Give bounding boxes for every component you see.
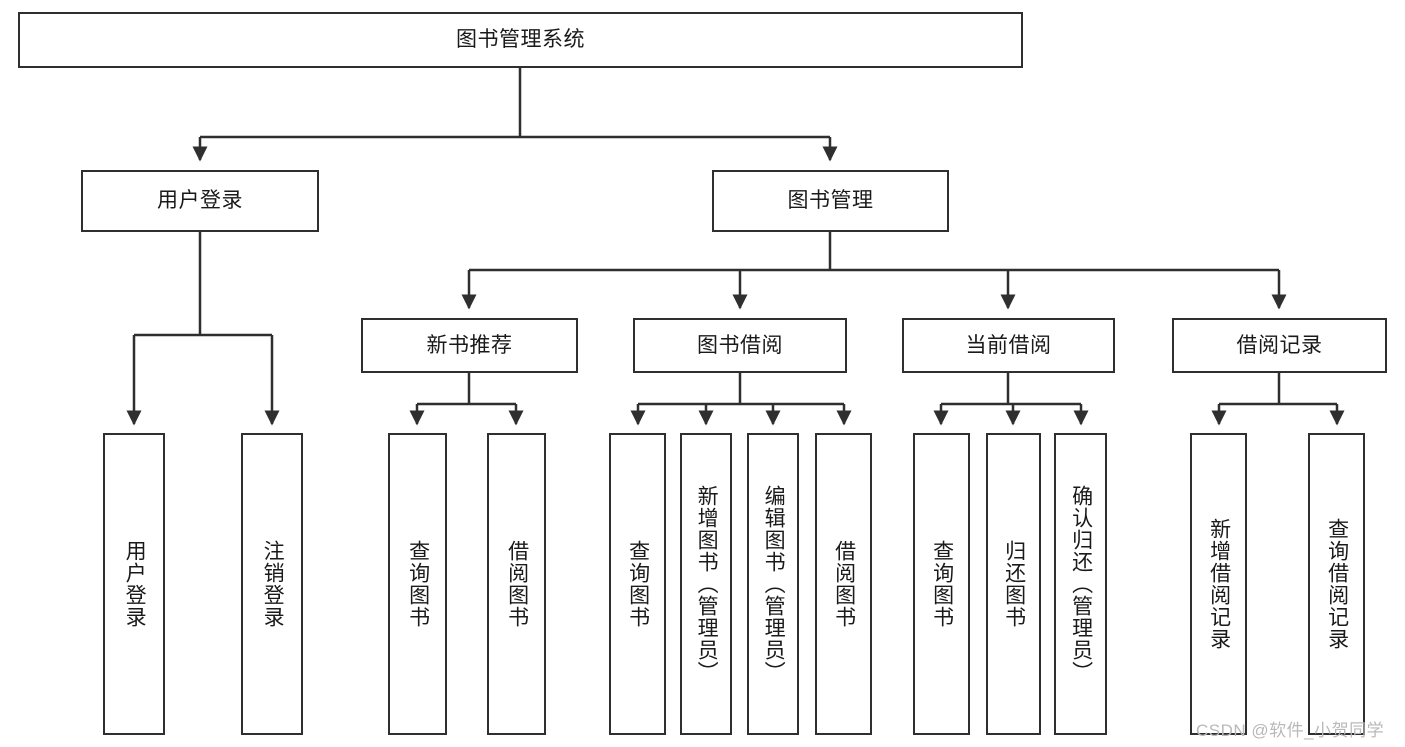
node-book-borrow-label: 图书借阅 (697, 333, 783, 357)
node-leaf-query-record-label: 查询借阅记录 (1325, 518, 1349, 650)
node-leaf-query-book-3[interactable]: 查询图书 (913, 433, 970, 735)
node-leaf-add-record[interactable]: 新增借阅记录 (1190, 433, 1247, 735)
node-leaf-user-login[interactable]: 用户登录 (103, 433, 165, 735)
node-leaf-add-record-label: 新增借阅记录 (1207, 518, 1231, 650)
node-leaf-query-book-3-label: 查询图书 (930, 540, 954, 628)
node-new-book-rec-label: 新书推荐 (426, 333, 513, 357)
node-leaf-return-book[interactable]: 归还图书 (986, 433, 1041, 735)
node-borrow-record-label: 借阅记录 (1236, 333, 1323, 357)
node-leaf-logout[interactable]: 注销登录 (241, 433, 303, 735)
node-leaf-edit-book[interactable]: 编辑图书（管理员） (747, 433, 799, 735)
node-user-login[interactable]: 用户登录 (81, 170, 319, 232)
node-leaf-add-book[interactable]: 新增图书（管理员） (680, 433, 732, 735)
node-leaf-edit-book-label: 编辑图书（管理员） (762, 485, 786, 683)
node-leaf-borrow-book-1[interactable]: 借阅图书 (487, 433, 546, 735)
node-leaf-add-book-label: 新增图书（管理员） (695, 485, 719, 683)
node-leaf-return-book-label: 归还图书 (1002, 540, 1026, 628)
node-book-borrow[interactable]: 图书借阅 (633, 318, 847, 373)
node-new-book-rec[interactable]: 新书推荐 (361, 318, 578, 373)
node-leaf-query-book-2[interactable]: 查询图书 (609, 433, 666, 735)
node-borrow-record[interactable]: 借阅记录 (1172, 318, 1387, 373)
node-leaf-query-record[interactable]: 查询借阅记录 (1308, 433, 1365, 735)
node-leaf-logout-label: 注销登录 (261, 540, 285, 628)
node-leaf-query-book-1[interactable]: 查询图书 (388, 433, 447, 735)
node-book-manage[interactable]: 图书管理 (712, 170, 949, 232)
csdn-watermark: CSDN @软件_小贺同学 (1196, 721, 1385, 740)
node-leaf-confirm-return[interactable]: 确认归还（管理员） (1054, 433, 1107, 735)
node-book-manage-label: 图书管理 (787, 189, 874, 213)
node-root-label: 图书管理系统 (456, 28, 585, 52)
node-leaf-query-book-2-label: 查询图书 (626, 540, 650, 628)
node-leaf-borrow-book-2[interactable]: 借阅图书 (815, 433, 872, 735)
node-current-borrow-label: 当前借阅 (965, 333, 1052, 357)
node-leaf-user-login-label: 用户登录 (123, 540, 147, 628)
node-leaf-confirm-return-label: 确认归还（管理员） (1069, 485, 1093, 683)
node-leaf-query-book-1-label: 查询图书 (406, 540, 430, 628)
node-user-login-label: 用户登录 (157, 189, 243, 213)
node-leaf-borrow-book-2-label: 借阅图书 (832, 540, 856, 628)
node-current-borrow[interactable]: 当前借阅 (902, 318, 1115, 373)
node-root[interactable]: 图书管理系统 (18, 12, 1023, 68)
node-leaf-borrow-book-1-label: 借阅图书 (505, 540, 529, 628)
